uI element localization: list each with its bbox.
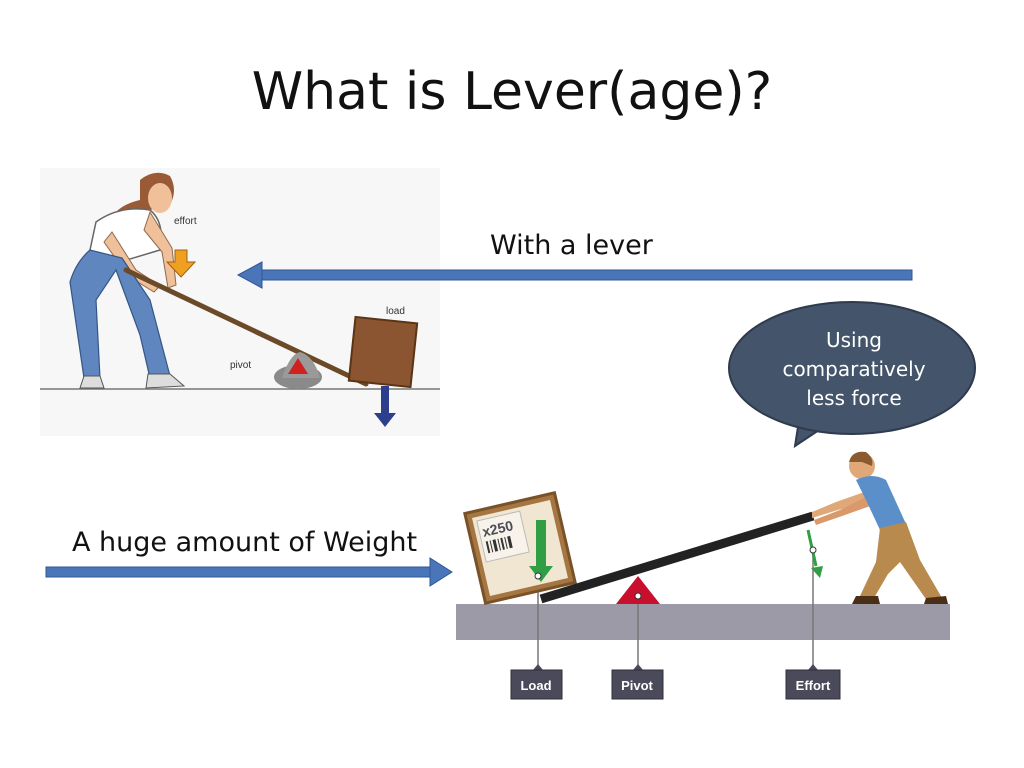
pivot-fulcrum-icon: [616, 576, 660, 604]
load-crate: [347, 315, 419, 389]
label-load: load: [386, 306, 405, 317]
bottom-lever-diagram: x250: [456, 451, 950, 700]
bubble-line-2: comparatively: [782, 357, 926, 381]
huge-weight-arrow: [45, 557, 453, 587]
person-pushing-lever: [69, 172, 186, 389]
with-lever-arrow: [236, 261, 913, 289]
bubble-line-1: Using: [826, 328, 882, 352]
man-pushing: [812, 451, 948, 604]
ground-bar: [456, 604, 950, 640]
effort-arrow-icon: [165, 249, 197, 278]
heavy-box: x250: [463, 491, 577, 605]
tag-pivot-label: Pivot: [621, 678, 653, 693]
tag-effort-label: Effort: [796, 678, 831, 693]
effort-tag: Effort: [785, 664, 841, 700]
label-pivot: pivot: [230, 360, 251, 371]
lever-plank: [123, 267, 369, 387]
caption-huge-weight: A huge amount of Weight: [72, 527, 418, 558]
pivot-tag: Pivot: [611, 664, 664, 700]
barcode-icon: [485, 535, 513, 554]
effort-force-arrow-icon: [811, 566, 823, 578]
load-down-arrow-icon: [374, 386, 396, 427]
tag-load-label: Load: [520, 678, 551, 693]
label-effort: effort: [174, 216, 197, 227]
load-tag: Load: [510, 664, 563, 700]
bubble-line-3: less force: [806, 386, 902, 410]
top-illustration: effort load pivot: [40, 168, 440, 436]
speech-bubble: [728, 301, 976, 449]
load-force-arrow-icon: [529, 520, 553, 582]
lever-bar: [539, 511, 815, 604]
slide-title: What is Lever(age)?: [251, 62, 773, 122]
pivot-triangle-icon: [288, 358, 308, 374]
caption-with-lever: With a lever: [490, 230, 653, 261]
illustration-background: [40, 168, 440, 436]
pivot-stone: [274, 352, 322, 389]
bubble-text: Using comparatively less force: [760, 326, 948, 413]
box-weight-label: x250: [481, 517, 515, 540]
